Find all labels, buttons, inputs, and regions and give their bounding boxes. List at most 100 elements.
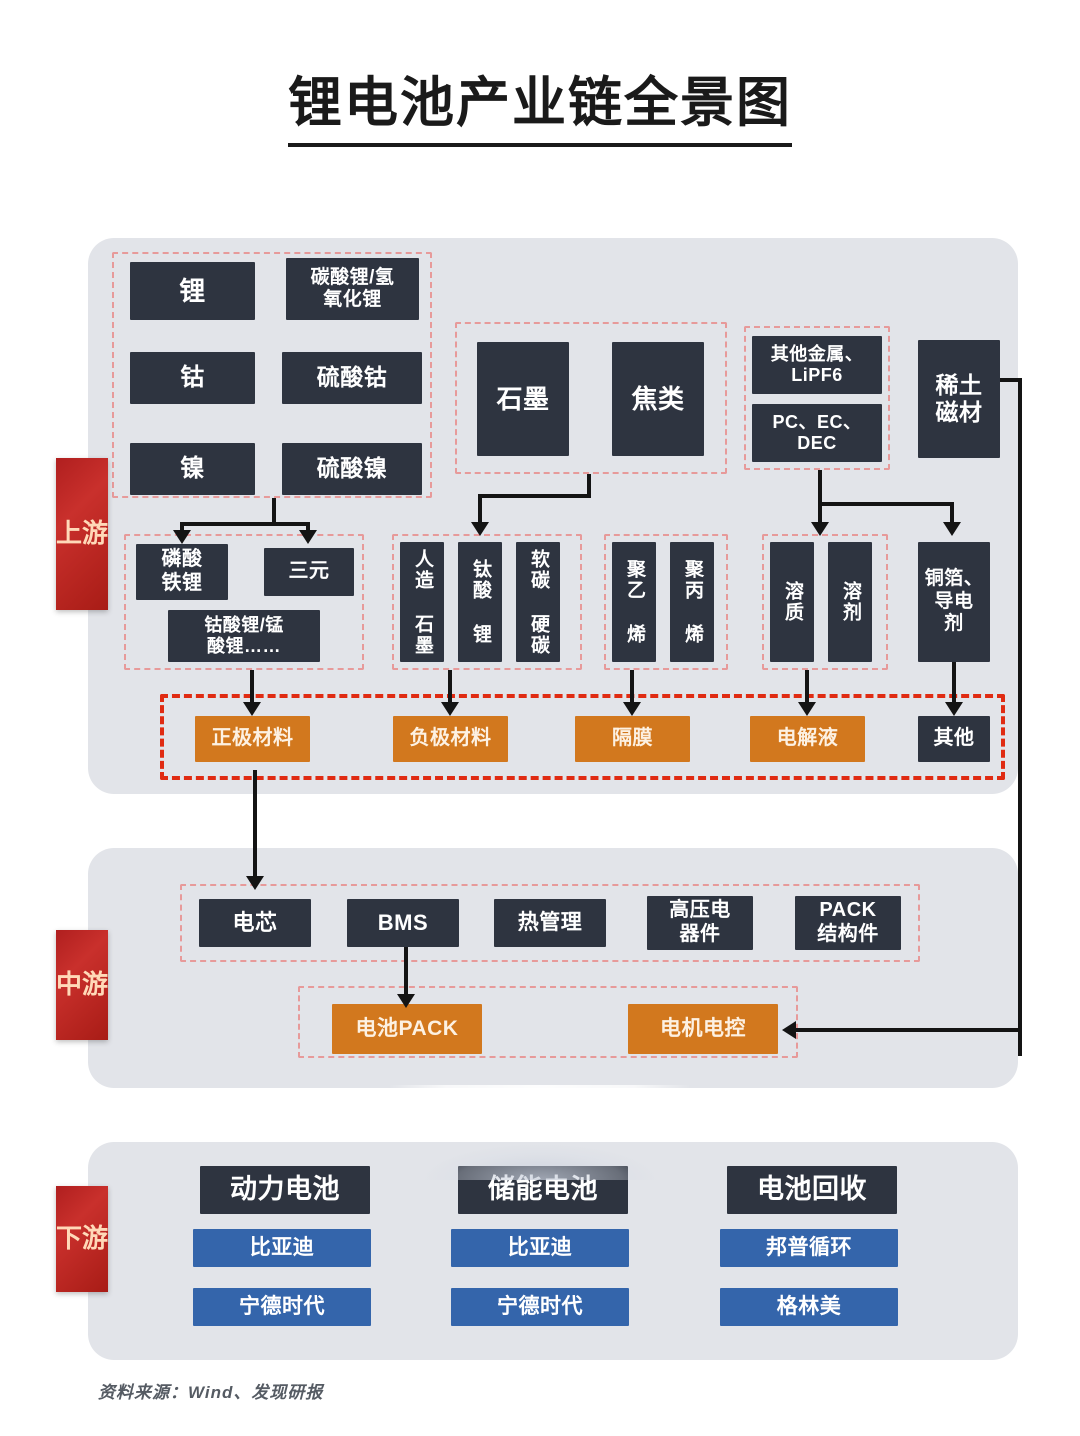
node-label: 铜箔、 导电 剂: [924, 568, 984, 635]
node-label: 动力电池: [230, 1174, 340, 1205]
node-polypropylene[interactable]: 聚丙 烯: [670, 542, 714, 662]
connector-copperfoil-down: [952, 662, 956, 708]
node-label: 比亚迪: [507, 1235, 573, 1259]
stage-label-downstream: 下游: [56, 1223, 109, 1254]
arrow-to-solute: [811, 522, 829, 536]
node-motor-controller[interactable]: 电机电控: [628, 1004, 778, 1054]
page-title-wrap: 锂电池产业链全景图: [0, 58, 1080, 147]
node-label: 宁德时代: [497, 1294, 583, 1318]
node-lithium-carbonate-hydroxide[interactable]: 碳酸锂/氢 氧化锂: [286, 258, 419, 320]
node-graphite[interactable]: 石墨: [477, 342, 569, 456]
node-other-material[interactable]: 其他: [918, 716, 990, 762]
node-pack-structure[interactable]: PACK 结构件: [795, 896, 901, 950]
stage-badge-upstream: 上游: [56, 458, 108, 610]
stage-label-upstream: 上游: [56, 518, 109, 549]
node-ternary[interactable]: 三元: [264, 548, 354, 596]
arrow-to-electrolyte-material: [798, 702, 816, 716]
node-label: 电池回收: [757, 1174, 867, 1205]
group-carbon-border: [455, 322, 727, 474]
node-label: 其他: [933, 727, 975, 750]
node-label: 焦类: [631, 383, 685, 414]
node-cobalt[interactable]: 钴: [130, 352, 255, 404]
node-storage-battery-company-0[interactable]: 比亚迪: [451, 1229, 629, 1267]
connector-separator-down: [630, 670, 634, 708]
node-pc-ec-dec[interactable]: PC、EC、 DEC: [752, 404, 882, 462]
node-power-battery-company-1[interactable]: 宁德时代: [193, 1288, 371, 1326]
node-power-battery[interactable]: 动力电池: [200, 1166, 370, 1214]
stage-badge-downstream: 下游: [56, 1186, 108, 1292]
group-components-border: [180, 884, 920, 962]
node-label: 稀土 磁材: [935, 371, 983, 425]
node-storage-battery[interactable]: 储能电池: [458, 1166, 628, 1214]
node-label: 钴酸锂/锰 酸锂……: [204, 614, 284, 656]
arrow-to-separator-material: [623, 702, 641, 716]
arrow-to-copper-foil: [943, 522, 961, 536]
node-polyethylene[interactable]: 聚乙 烯: [612, 542, 656, 662]
node-solvent[interactable]: 溶剂: [828, 542, 872, 662]
connector-material-to-cell: [253, 770, 257, 882]
node-rare-earth-magnet[interactable]: 稀土 磁材: [918, 340, 1000, 458]
node-label: 石墨: [496, 383, 550, 414]
node-lithium[interactable]: 锂: [130, 262, 255, 320]
node-electrolyte-material[interactable]: 电解液: [750, 716, 865, 762]
node-power-battery-company-0[interactable]: 比亚迪: [193, 1229, 371, 1267]
node-label: PC、EC、 DEC: [772, 411, 862, 453]
arrow-to-battery-pack: [397, 994, 415, 1008]
node-battery-recycling[interactable]: 电池回收: [727, 1166, 897, 1214]
group-separator-border: [604, 534, 728, 670]
node-separator-material[interactable]: 隔膜: [575, 716, 690, 762]
node-battery-pack[interactable]: 电池PACK: [332, 1004, 482, 1054]
node-bms[interactable]: BMS: [347, 899, 459, 947]
node-copper-foil-conductive[interactable]: 铜箔、 导电 剂: [918, 542, 990, 662]
node-label: 正极材料: [211, 727, 294, 750]
stage-label-midstream: 中游: [56, 969, 109, 1000]
node-battery-cell[interactable]: 电芯: [199, 899, 311, 947]
node-artificial-graphite[interactable]: 人造 石墨: [400, 542, 444, 662]
node-label: 格林美: [776, 1294, 842, 1318]
node-label: 电芯: [232, 910, 278, 936]
node-label: 储能电池: [488, 1174, 598, 1205]
node-label: 邦普循环: [766, 1235, 852, 1259]
node-solute[interactable]: 溶质: [770, 542, 814, 662]
node-label: 隔膜: [612, 727, 653, 750]
node-label: 锂: [179, 275, 206, 306]
arrow-to-other-material: [945, 702, 963, 716]
node-nickel[interactable]: 镍: [130, 443, 255, 495]
node-battery-recycling-company-0[interactable]: 邦普循环: [720, 1229, 898, 1267]
node-label: 其他金属、 LiPF6: [770, 343, 864, 385]
node-cathode-material[interactable]: 正极材料: [195, 716, 310, 762]
node-label: 钛酸 锂: [469, 559, 491, 645]
node-label: 电解液: [776, 727, 839, 750]
connector-elecraw-right-drop: [950, 502, 954, 524]
node-thermal-management[interactable]: 热管理: [494, 899, 606, 947]
page-title: 锂电池产业链全景图: [288, 58, 792, 147]
node-nickel-sulfate[interactable]: 硫酸镍: [282, 443, 422, 495]
node-hv-components[interactable]: 高压电 器件: [647, 896, 753, 950]
node-battery-recycling-company-1[interactable]: 格林美: [720, 1288, 898, 1326]
node-lco-lmo[interactable]: 钴酸锂/锰 酸锂……: [168, 610, 320, 662]
node-storage-battery-company-1[interactable]: 宁德时代: [451, 1288, 629, 1326]
node-cobalt-sulfate[interactable]: 硫酸钴: [282, 352, 422, 404]
connector-rareearth-left: [796, 1028, 1020, 1032]
node-coke[interactable]: 焦类: [612, 342, 704, 456]
connector-cathode-down: [250, 670, 254, 708]
node-label: 硫酸镍: [316, 455, 388, 482]
connector-carbon-bar: [478, 494, 591, 498]
group-assemblies-border: [298, 986, 798, 1058]
node-label: 硫酸钴: [316, 364, 388, 391]
node-lithium-titanate[interactable]: 钛酸 锂: [458, 542, 502, 662]
node-label: 溶质: [781, 581, 803, 623]
node-anode-material[interactable]: 负极材料: [393, 716, 508, 762]
arrow-to-cathode-material: [243, 702, 261, 716]
node-label: 镍: [180, 454, 205, 482]
upstream-panel: [88, 238, 1018, 794]
node-label: 软碳 硬碳: [527, 548, 549, 656]
node-label: 热管理: [517, 910, 583, 934]
connector-rareearth-down: [1018, 378, 1022, 1056]
node-lfp[interactable]: 磷酸 铁锂: [136, 544, 228, 600]
node-label: 钴: [180, 363, 205, 391]
node-other-metals-lipf6[interactable]: 其他金属、 LiPF6: [752, 336, 882, 394]
node-soft-hard-carbon[interactable]: 软碳 硬碳: [516, 542, 560, 662]
connector-metals-right-drop: [306, 522, 310, 534]
node-label: BMS: [377, 910, 429, 936]
